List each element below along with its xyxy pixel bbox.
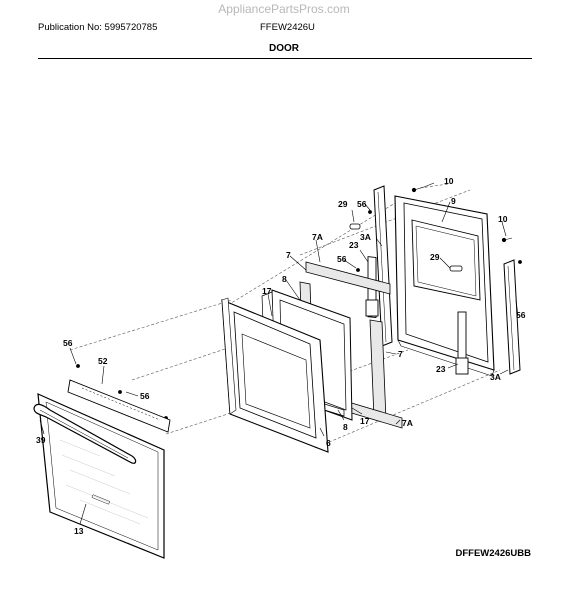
callout-17: 17 bbox=[360, 416, 370, 426]
callout-labels: 10 9 56 29 10 3A 7A 23 7 56 29 8 17 56 7… bbox=[36, 176, 526, 536]
callout-29: 29 bbox=[338, 199, 348, 209]
diagram-code: DFFEW2426UBB bbox=[455, 548, 532, 559]
callout-6: 6 bbox=[326, 438, 331, 448]
callout-56: 56 bbox=[357, 199, 367, 209]
callout-3a: 3A bbox=[490, 372, 501, 382]
callout-23: 23 bbox=[349, 240, 359, 250]
callout-23: 23 bbox=[436, 364, 446, 374]
callout-56: 56 bbox=[516, 310, 526, 320]
callout-9: 9 bbox=[451, 196, 456, 206]
callout-52: 52 bbox=[98, 356, 108, 366]
outer-door-panel bbox=[37, 393, 165, 559]
side-strip-left bbox=[373, 185, 393, 347]
callout-17: 17 bbox=[262, 286, 272, 296]
callout-7: 7 bbox=[286, 250, 291, 260]
publication-number: Publication No: 5995720785 bbox=[38, 22, 158, 33]
front-frame bbox=[221, 297, 329, 453]
callout-39: 39 bbox=[36, 435, 46, 445]
callout-10: 10 bbox=[498, 214, 508, 224]
watermark: AppliancePartsPros.com bbox=[218, 2, 350, 16]
model-number: FFEW2426U bbox=[260, 22, 315, 33]
vent-strip bbox=[67, 379, 171, 433]
hinge-lower bbox=[455, 311, 469, 375]
header-divider bbox=[38, 58, 532, 59]
inner-door-panel bbox=[394, 195, 495, 377]
callout-3a: 3A bbox=[360, 232, 371, 242]
leader-lines bbox=[39, 182, 519, 525]
callout-7: 7 bbox=[398, 349, 403, 359]
section-title: DOOR bbox=[269, 43, 299, 54]
callout-13: 13 bbox=[74, 526, 84, 536]
callout-7a: 7A bbox=[312, 232, 323, 242]
callout-56: 56 bbox=[63, 338, 73, 348]
pads bbox=[349, 223, 463, 272]
callout-8: 8 bbox=[282, 274, 287, 284]
callout-7a: 7A bbox=[402, 418, 413, 428]
callout-10: 10 bbox=[444, 176, 454, 186]
callout-56: 56 bbox=[337, 254, 347, 264]
door-handle bbox=[33, 403, 137, 464]
callout-8: 8 bbox=[343, 422, 348, 432]
callout-29: 29 bbox=[430, 252, 440, 262]
callout-56: 56 bbox=[140, 391, 150, 401]
side-strip-right bbox=[503, 259, 521, 375]
